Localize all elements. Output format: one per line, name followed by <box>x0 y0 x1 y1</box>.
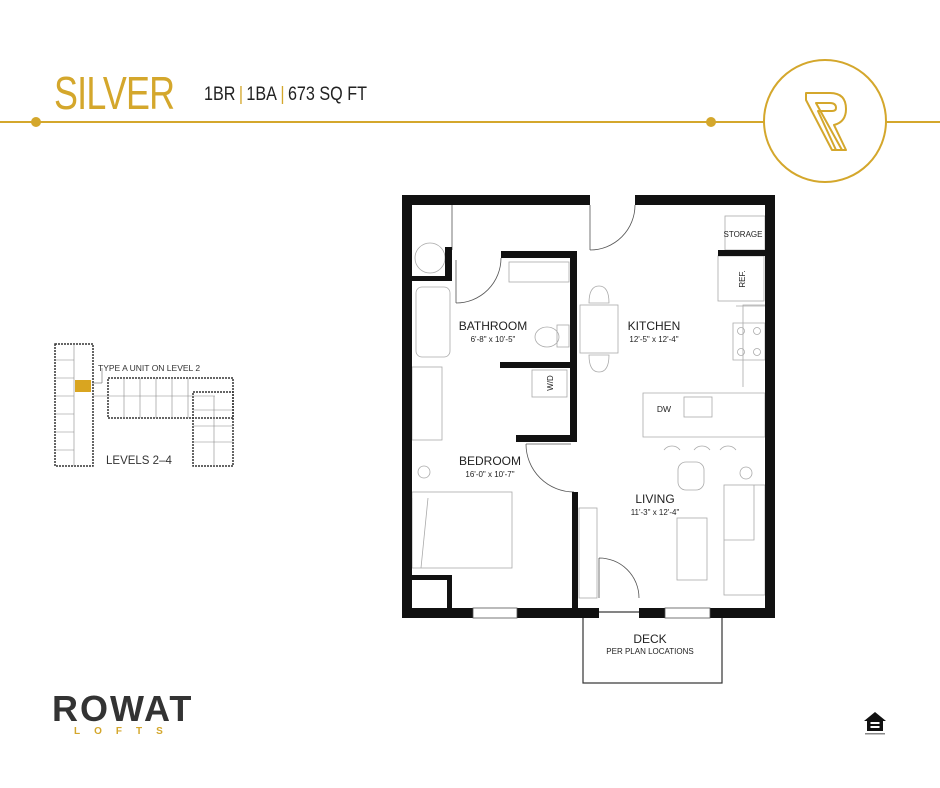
dw-label: DW <box>657 404 671 414</box>
bedroom-label: BEDROOM <box>459 454 521 468</box>
plan-specs: 1BR|1BA|673 SQ FT <box>204 84 367 105</box>
equal-housing-opportunity-icon <box>864 712 886 735</box>
kitchen-size: 12'-5" x 12'-4" <box>629 335 678 344</box>
bathroom-size: 6'-8" x 10'-5" <box>471 335 516 344</box>
plan-title: SILVER <box>54 67 175 119</box>
windows <box>472 607 711 619</box>
lofts-wordmark: LOFTS <box>74 726 177 737</box>
key-plan: TYPE A UNIT ON LEVEL 2 LEVELS 2–4 <box>54 343 234 467</box>
deck-label: DECK <box>633 632 666 646</box>
deck <box>582 611 723 684</box>
storage-label: STORAGE <box>724 230 763 239</box>
bathrooms: 1BA <box>246 84 277 105</box>
rule-dot <box>31 117 41 127</box>
living-size: 11'-3" x 12'-4" <box>631 508 680 517</box>
square-footage: 673 SQ FT <box>287 84 367 105</box>
deck-note: PER PLAN LOCATIONS <box>606 647 693 656</box>
key-plan-callout: TYPE A UNIT ON LEVEL 2 <box>98 363 200 373</box>
bedrooms: 1BR <box>204 84 236 105</box>
living-label: LIVING <box>635 492 674 506</box>
r-logo <box>763 59 887 183</box>
kitchen-label: KITCHEN <box>628 319 681 333</box>
rule-dot <box>706 117 716 127</box>
bathroom-label: BATHROOM <box>459 319 527 333</box>
highlighted-unit <box>75 380 91 392</box>
key-plan-levels: LEVELS 2–4 <box>106 455 172 467</box>
ref-label: REF. <box>738 270 747 287</box>
doors <box>451 204 640 599</box>
bedroom-size: 16'-0" x 10'-7" <box>465 470 514 479</box>
walls <box>402 195 775 618</box>
wd-label: W/D <box>546 375 555 391</box>
rowat-logo: ROWAT <box>52 688 194 729</box>
furniture <box>411 215 766 599</box>
